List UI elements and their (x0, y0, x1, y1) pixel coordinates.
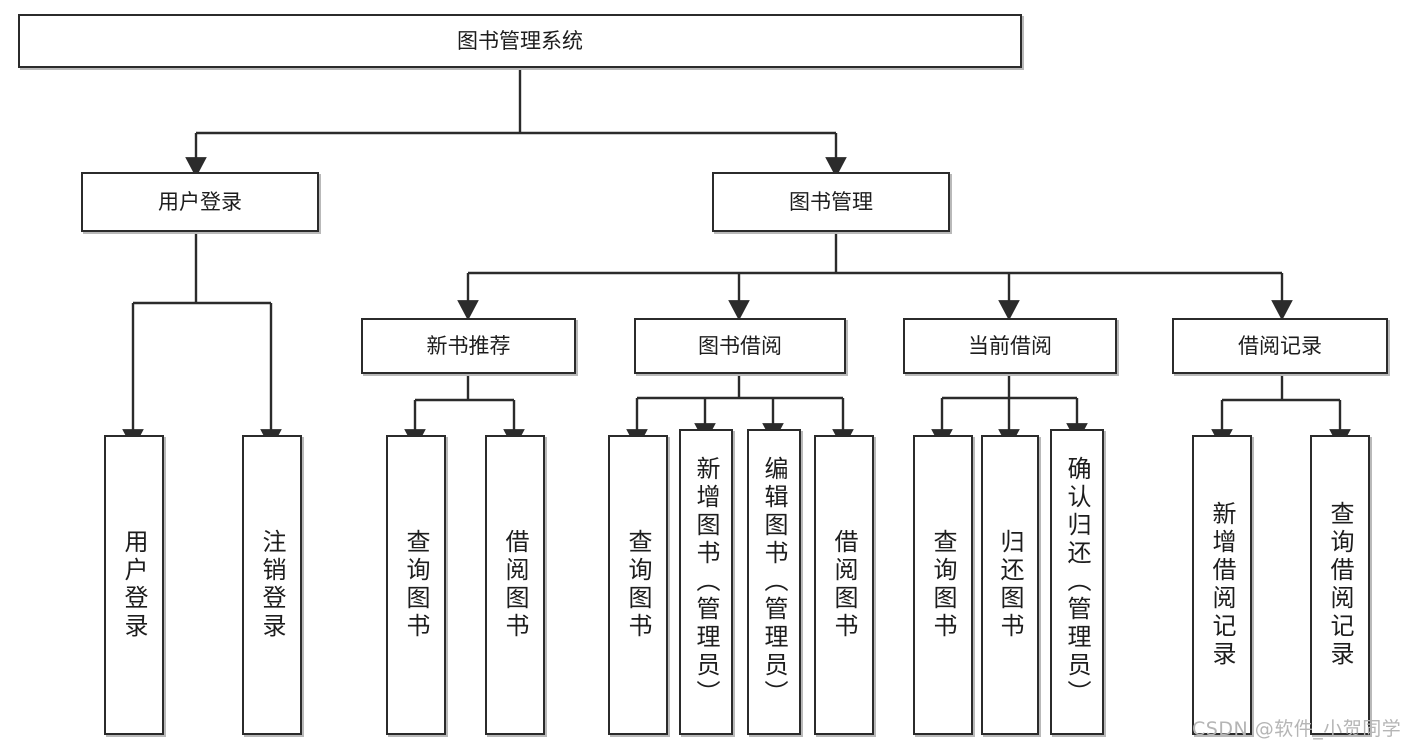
node-current-borrow[interactable]: 当前借阅 (903, 318, 1117, 374)
node-label: 用户登录 (120, 529, 148, 641)
node-leaf-query-book-recommend[interactable]: 查询图书 (386, 435, 446, 735)
node-leaf-add-book-admin[interactable]: 新增图书（管理员） (679, 429, 733, 735)
node-leaf-user-login[interactable]: 用户登录 (104, 435, 164, 735)
csdn-watermark: CSDN @软件_小贺同学 (1192, 718, 1402, 740)
node-label: 新书推荐 (426, 333, 511, 358)
node-label: 图书借阅 (698, 333, 782, 358)
node-leaf-logout[interactable]: 注销登录 (242, 435, 302, 735)
node-leaf-query-book-borrow[interactable]: 查询图书 (608, 435, 668, 735)
node-label: 查询图书 (624, 529, 652, 641)
node-leaf-query-book-current[interactable]: 查询图书 (913, 435, 973, 735)
node-leaf-query-borrow-record[interactable]: 查询借阅记录 (1310, 435, 1370, 735)
node-root-book-management-system[interactable]: 图书管理系统 (18, 14, 1022, 68)
node-label: 当前借阅 (968, 333, 1052, 358)
node-label: 借阅图书 (501, 529, 529, 641)
node-borrow-record[interactable]: 借阅记录 (1172, 318, 1388, 374)
node-leaf-edit-book-admin[interactable]: 编辑图书（管理员） (747, 429, 801, 735)
node-label: 编辑图书（管理员） (760, 456, 788, 708)
node-label: 新增图书（管理员） (692, 456, 720, 708)
node-leaf-borrow-book-recommend[interactable]: 借阅图书 (485, 435, 545, 735)
node-label: 归还图书 (996, 529, 1024, 641)
node-label: 查询借阅记录 (1326, 501, 1354, 669)
node-label: 查询图书 (402, 529, 430, 641)
node-label: 借阅记录 (1238, 333, 1322, 358)
node-label: 用户登录 (158, 189, 242, 214)
node-label: 确认归还（管理员） (1063, 456, 1091, 708)
node-user-login[interactable]: 用户登录 (81, 172, 319, 232)
node-leaf-confirm-return-admin[interactable]: 确认归还（管理员） (1050, 429, 1104, 735)
node-leaf-return-book[interactable]: 归还图书 (981, 435, 1039, 735)
node-label: 图书管理 (789, 189, 873, 214)
node-book-management[interactable]: 图书管理 (712, 172, 950, 232)
node-book-borrow[interactable]: 图书借阅 (634, 318, 846, 374)
node-new-book-recommend[interactable]: 新书推荐 (361, 318, 576, 374)
node-leaf-borrow-book[interactable]: 借阅图书 (814, 435, 874, 735)
node-label: 新增借阅记录 (1208, 501, 1236, 669)
node-label: 借阅图书 (830, 529, 858, 641)
node-label: 注销登录 (258, 529, 286, 641)
node-leaf-add-borrow-record[interactable]: 新增借阅记录 (1192, 435, 1252, 735)
node-label: 图书管理系统 (457, 28, 583, 53)
node-label: 查询图书 (929, 529, 957, 641)
